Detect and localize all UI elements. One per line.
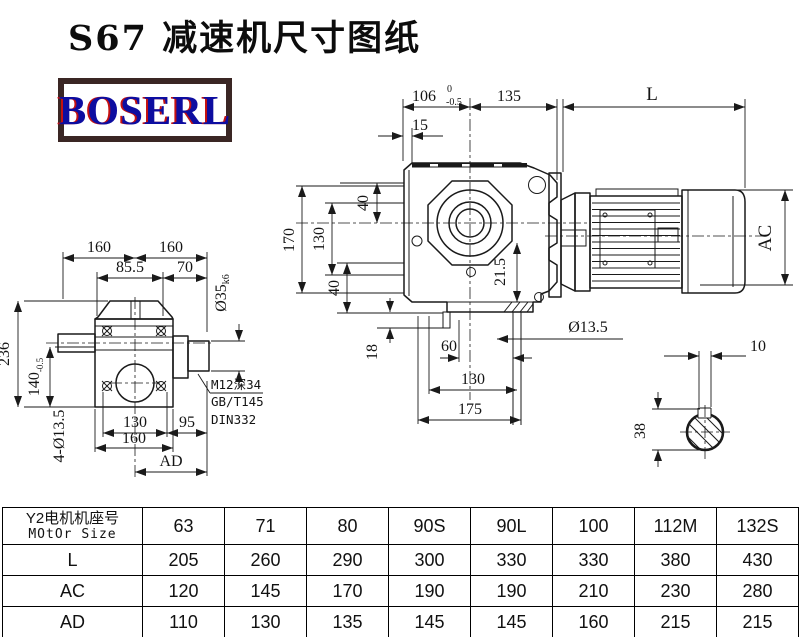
page-title: S67 减速机尺寸图纸 bbox=[68, 18, 422, 59]
value-cell: 130 bbox=[224, 606, 307, 637]
motor-size-cell: 90S bbox=[388, 507, 471, 545]
front-view bbox=[296, 98, 588, 425]
motor-size-cell: 100 bbox=[552, 507, 635, 545]
table-row-L: L 205 260 290 300 330 330 380 430 bbox=[2, 544, 799, 576]
dim-AC-label: AC bbox=[755, 225, 776, 251]
fan-cowl bbox=[681, 189, 746, 294]
table-row-AD: AD 110 130 135 145 145 160 215 215 bbox=[2, 606, 799, 637]
front-view-dimensions: 106 0 -0.5 135 L 15 40 130 170 40 18 21.… bbox=[281, 84, 793, 424]
row-label: AD bbox=[2, 606, 143, 637]
dim-236-label: 236 bbox=[0, 342, 13, 366]
dim-106-tol-upper: 0 bbox=[447, 84, 452, 95]
value-cell: 280 bbox=[716, 575, 799, 607]
foot-hatch bbox=[503, 301, 534, 313]
value-cell: 300 bbox=[388, 544, 471, 576]
dim-38-label: 38 bbox=[632, 423, 649, 439]
value-cell: 260 bbox=[224, 544, 307, 576]
side-view-dimensions: 160 160 85.5 70 236 140-0.5 4-Ø13.5 130 … bbox=[0, 239, 264, 476]
value-cell: 170 bbox=[306, 575, 389, 607]
dim-dia13-5-label: Ø13.5 bbox=[568, 319, 608, 336]
dim-AD-label: AD bbox=[159, 453, 182, 470]
header-cn: Y2电机机座号 bbox=[25, 509, 120, 527]
dim-70-label: 70 bbox=[177, 259, 193, 276]
dim-175-label: 175 bbox=[458, 401, 482, 418]
motor-size-cell: 90L bbox=[470, 507, 553, 545]
table-header-cell: Y2电机机座号 MOtOr Size bbox=[2, 507, 143, 545]
dim-21-5-label: 21.5 bbox=[492, 258, 509, 286]
dim-130-bottom-label: 130 bbox=[461, 371, 485, 388]
motor-size-cell: 112M bbox=[634, 507, 717, 545]
motor-size-cell: 71 bbox=[224, 507, 307, 545]
dim-40-bottom-label: 40 bbox=[326, 280, 343, 296]
dim-4x13-5-label: 4-Ø13.5 bbox=[51, 410, 68, 463]
value-cell: 330 bbox=[552, 544, 635, 576]
note-m12-label: M12深34 bbox=[211, 377, 261, 392]
value-cell: 135 bbox=[306, 606, 389, 637]
dim-40-top-label: 40 bbox=[355, 195, 372, 211]
value-cell: 215 bbox=[634, 606, 717, 637]
dim-18-label: 18 bbox=[364, 344, 381, 360]
motor-size-table: Y2电机机座号 MOtOr Size 63 71 80 90S 90L 100 … bbox=[2, 507, 799, 637]
table-row-AC: AC 120 145 170 190 190 210 230 280 bbox=[2, 575, 799, 607]
value-cell: 290 bbox=[306, 544, 389, 576]
table-header-row: Y2电机机座号 MOtOr Size 63 71 80 90S 90L 100 … bbox=[2, 507, 799, 545]
dim-160-left-label: 160 bbox=[87, 239, 111, 256]
motor-size-cell: 80 bbox=[306, 507, 389, 545]
value-cell: 190 bbox=[470, 575, 553, 607]
dim-dia35k6-label: Ø35k6 bbox=[213, 274, 232, 312]
value-cell: 380 bbox=[634, 544, 717, 576]
value-cell: 430 bbox=[716, 544, 799, 576]
output-boss-octagon bbox=[427, 180, 513, 266]
value-cell: 205 bbox=[142, 544, 225, 576]
keyway bbox=[697, 407, 712, 419]
dim-60-label: 60 bbox=[441, 338, 457, 355]
note-gbt145-label: GB/T145 bbox=[211, 394, 264, 409]
value-cell: 330 bbox=[470, 544, 553, 576]
header-en: MOtOr Size bbox=[28, 527, 117, 543]
row-label: AC bbox=[2, 575, 143, 607]
brand-logo: BOSERL bbox=[58, 78, 232, 142]
value-cell: 145 bbox=[388, 606, 471, 637]
value-cell: 110 bbox=[142, 606, 225, 637]
dim-170-label: 170 bbox=[281, 228, 298, 252]
dim-130-side-label: 130 bbox=[123, 414, 147, 431]
section-dimensions: 10 38 bbox=[632, 338, 766, 467]
section-hatch bbox=[688, 415, 722, 449]
dim-135-label: 135 bbox=[497, 88, 521, 105]
motor-fins bbox=[592, 202, 680, 282]
motor-nameplate bbox=[599, 209, 656, 269]
value-cell: 145 bbox=[224, 575, 307, 607]
dim-106-tol-lower: -0.5 bbox=[446, 97, 462, 108]
dim-10-label: 10 bbox=[750, 338, 766, 355]
value-cell: 230 bbox=[634, 575, 717, 607]
value-cell: 215 bbox=[716, 606, 799, 637]
output-shaft-end bbox=[187, 340, 210, 372]
note-din332-label: DIN332 bbox=[211, 412, 256, 427]
dim-15-label: 15 bbox=[412, 117, 428, 134]
motor-size-cell: 63 bbox=[142, 507, 225, 545]
value-cell: 210 bbox=[552, 575, 635, 607]
motor-size-cell: 132S bbox=[716, 507, 799, 545]
motor-side-view bbox=[545, 172, 766, 298]
value-cell: 145 bbox=[470, 606, 553, 637]
value-cell: 120 bbox=[142, 575, 225, 607]
dim-106-label: 106 bbox=[412, 88, 436, 105]
dim-130-left-label: 130 bbox=[311, 227, 328, 251]
row-label: L bbox=[2, 544, 143, 576]
dim-160-bottom-label: 160 bbox=[122, 430, 146, 447]
value-cell: 160 bbox=[552, 606, 635, 637]
dim-85-5-label: 85.5 bbox=[116, 259, 144, 276]
shaft-section-view bbox=[680, 405, 730, 462]
dim-140-label: 140-0.5 bbox=[26, 357, 45, 396]
brand-logo-text: BOSERL bbox=[58, 86, 232, 133]
corner-bolts bbox=[101, 325, 167, 392]
dim-95-label: 95 bbox=[179, 414, 195, 431]
value-cell: 190 bbox=[388, 575, 471, 607]
dim-L-label: L bbox=[646, 84, 658, 105]
dim-160-right-label: 160 bbox=[159, 239, 183, 256]
